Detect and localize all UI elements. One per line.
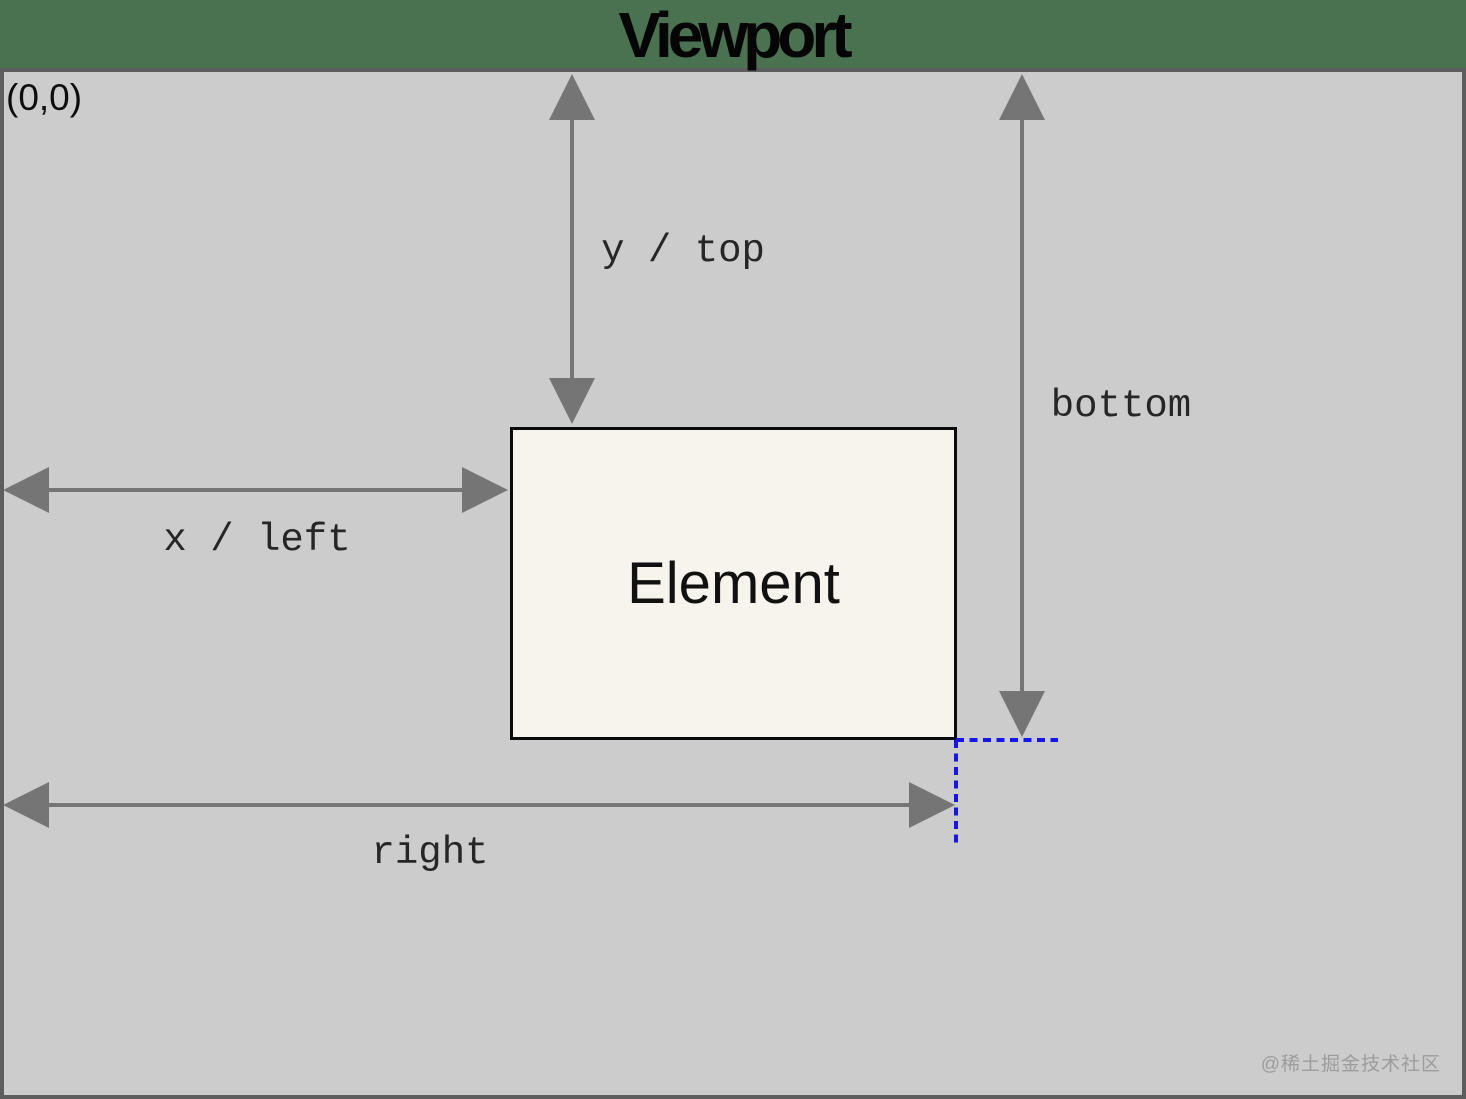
x-left-label: x / left <box>163 518 351 562</box>
y-top-label: y / top <box>601 229 765 273</box>
watermark: @稀土掘金技术社区 <box>1260 1054 1441 1075</box>
origin-coordinates-label: (0,0) <box>6 77 83 118</box>
element-box: Element <box>510 427 957 740</box>
viewport-title: Viewport <box>618 0 852 71</box>
bottom-label: bottom <box>1050 384 1192 428</box>
right-label: right <box>371 831 489 875</box>
element-label: Element <box>627 551 840 616</box>
